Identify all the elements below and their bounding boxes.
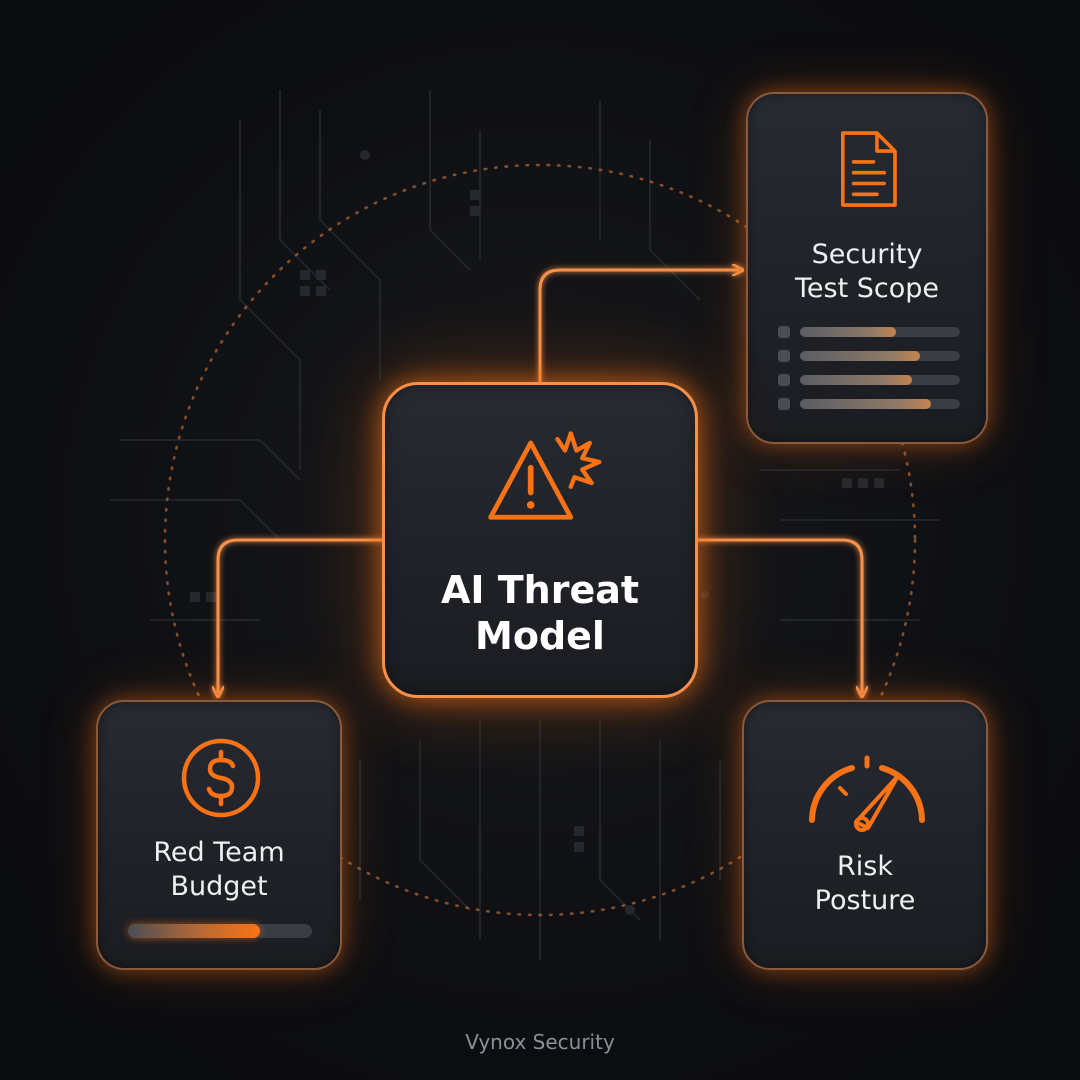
circuit-pads xyxy=(190,150,884,915)
ai-threat-model-card: AI Threat Model xyxy=(382,382,698,698)
connectors xyxy=(218,270,862,692)
risk-posture-label: Risk Posture xyxy=(814,851,916,916)
circuit-traces xyxy=(110,90,940,960)
security-test-scope-card: Security Test Scope xyxy=(746,92,988,444)
red-team-budget-card: Red Team Budget xyxy=(96,700,342,970)
brand-footer: Vynox Security xyxy=(465,1030,615,1054)
scope-row xyxy=(778,374,962,386)
dollar-coin-icon xyxy=(181,738,261,818)
scope-row xyxy=(778,398,962,410)
scope-row-track xyxy=(800,327,960,337)
scope-row-fill xyxy=(800,351,920,361)
scope-row-track xyxy=(800,375,960,385)
connector-to-budget xyxy=(218,538,384,692)
scope-row xyxy=(778,350,962,362)
scope-row-fill xyxy=(800,399,932,409)
document-icon xyxy=(841,131,897,207)
scope-row-bullet xyxy=(778,374,790,386)
scope-row-fill xyxy=(800,327,896,337)
dotted-orbit xyxy=(163,163,917,917)
scope-row-fill xyxy=(800,375,912,385)
gauge-icon xyxy=(809,755,925,832)
budget-progress-track xyxy=(128,924,312,938)
scope-row-track xyxy=(800,351,960,361)
scope-row-bullet xyxy=(778,326,790,338)
scope-row-bullet xyxy=(778,398,790,410)
scope-row-bullet xyxy=(778,350,790,362)
budget-progress-fill xyxy=(128,924,261,938)
risk-posture-card: Risk Posture xyxy=(742,700,988,970)
warning-triangle-burst-icon xyxy=(488,431,602,520)
security-test-scope-label: Security Test Scope xyxy=(794,239,939,304)
red-team-budget-label: Red Team Budget xyxy=(153,837,285,902)
ai-threat-model-label: AI Threat Model xyxy=(440,568,640,658)
connector-to-risk xyxy=(696,538,862,692)
scope-row-track xyxy=(800,399,960,409)
scope-row xyxy=(778,326,962,338)
connector-to-scope xyxy=(538,270,738,384)
